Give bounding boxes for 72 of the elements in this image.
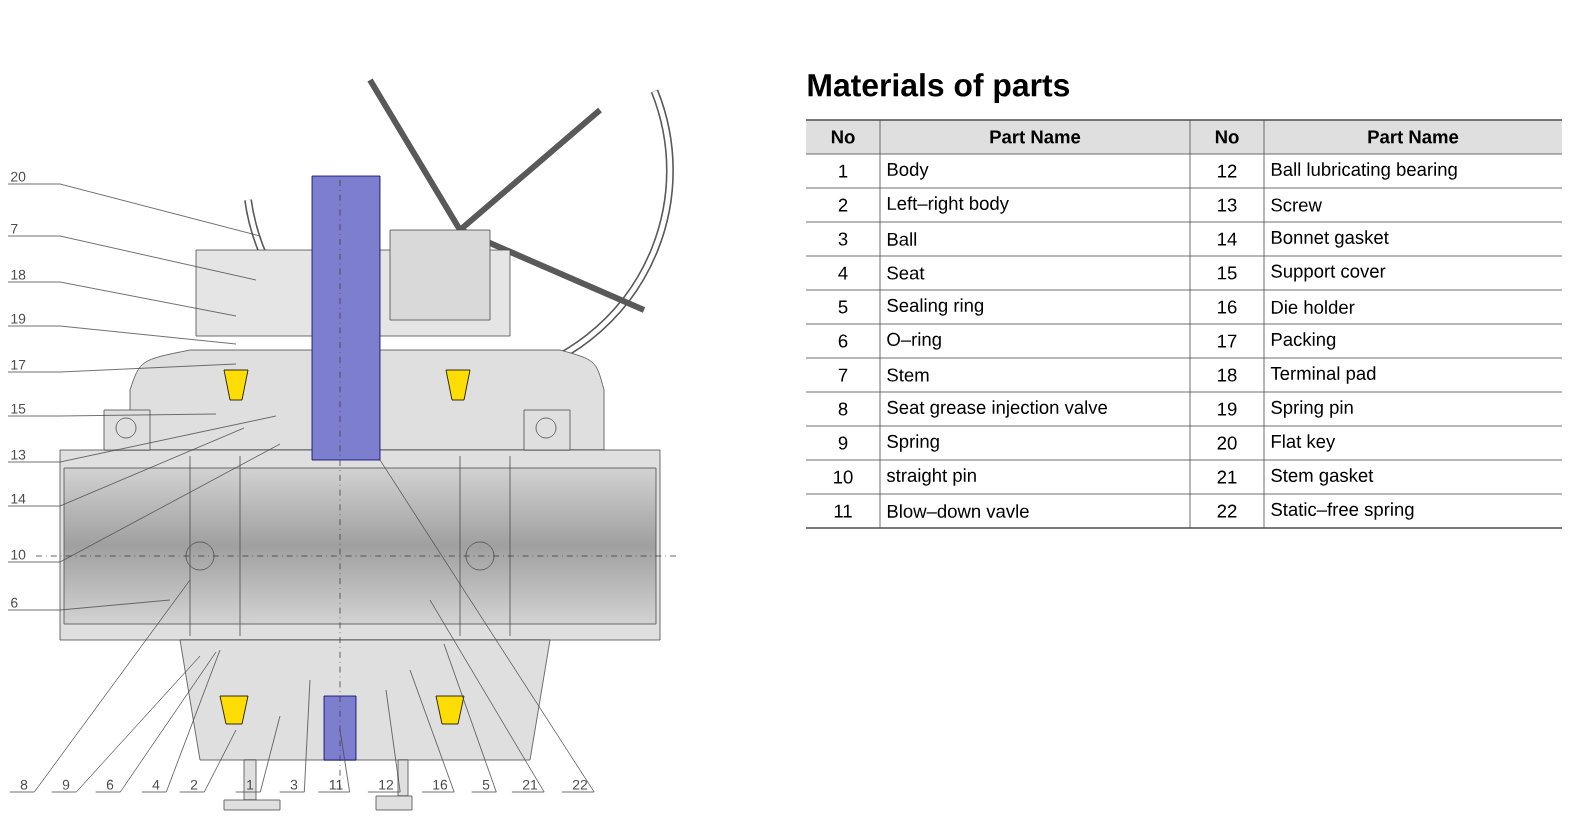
leader-line	[7, 235, 257, 281]
part-number: 2	[838, 198, 848, 212]
part-number: 17	[1218, 334, 1237, 348]
leader-line	[179, 729, 237, 793]
part-name: Seat	[887, 266, 925, 280]
part-name: Sealing ring	[887, 298, 984, 316]
leader-line	[318, 729, 351, 793]
part-name: Packing	[1271, 332, 1336, 350]
column-header: No	[831, 130, 855, 144]
column-header: Part Name	[1368, 130, 1459, 144]
part-number: 11	[834, 504, 852, 518]
part-name: Support cover	[1271, 264, 1386, 282]
leader-line	[7, 183, 261, 237]
part-name: Bonnet gasket	[1271, 230, 1389, 248]
part-number: 8	[838, 402, 848, 416]
leader-line	[7, 413, 217, 417]
part-number: 3	[838, 232, 848, 246]
part-name: Left–right body	[887, 196, 1009, 214]
leader-line	[7, 325, 237, 345]
part-number: 9	[838, 436, 848, 450]
part-name: Spring pin	[1271, 400, 1353, 418]
part-name: O–ring	[887, 332, 941, 350]
part-name: Stem gasket	[1271, 468, 1374, 486]
leader-line	[51, 655, 201, 793]
leader-line	[409, 669, 455, 793]
part-number: 5	[838, 300, 848, 314]
part-number: 10	[834, 470, 853, 484]
part-number: 21	[1217, 470, 1237, 484]
part-number: 7	[838, 368, 848, 382]
part-name: Static–free spring	[1271, 502, 1414, 520]
leader-line	[367, 689, 401, 793]
part-number: 20	[1217, 436, 1237, 450]
leader-line	[7, 415, 277, 463]
leader-line	[443, 643, 497, 793]
title: Materials of parts	[808, 73, 1070, 103]
leader-line	[379, 459, 595, 793]
part-name: Ball lubricating bearing	[1271, 162, 1457, 180]
part-number: 19	[1218, 402, 1237, 416]
part-name: Ball	[887, 232, 917, 246]
part-name: Flat key	[1271, 434, 1336, 452]
part-number: 4	[838, 266, 848, 280]
part-number: 18	[1218, 368, 1237, 382]
leader-line	[95, 651, 217, 793]
leader-line	[9, 579, 191, 793]
part-name: Die holder	[1271, 300, 1355, 314]
part-name: Body	[887, 162, 929, 180]
part-number: 22	[1217, 504, 1237, 518]
part-number: 12	[1218, 164, 1237, 178]
leader-line	[235, 715, 281, 793]
part-number: 6	[838, 334, 848, 348]
leader-line	[7, 599, 171, 611]
leader-line	[429, 599, 545, 793]
part-name: Seat grease injection valve	[887, 400, 1107, 418]
part-number: 1	[839, 164, 848, 178]
part-number: 16	[1218, 300, 1237, 314]
part-name: Stem	[887, 368, 929, 382]
leader-line	[279, 679, 311, 793]
part-name: Spring	[887, 434, 939, 452]
part-name: Terminal pad	[1270, 366, 1376, 384]
part-name: Blow–down vavle	[887, 504, 1029, 518]
leader-line	[7, 363, 237, 373]
part-number: 14	[1218, 232, 1237, 246]
leader-line	[141, 649, 221, 793]
part-name: straight pin	[886, 468, 976, 486]
part-name: Screw	[1271, 198, 1322, 212]
part-number: 13	[1218, 198, 1237, 212]
part-number: 15	[1218, 266, 1237, 280]
leader-line	[7, 443, 281, 563]
column-header: No	[1215, 130, 1239, 144]
leader-line	[7, 281, 237, 317]
leader-line	[7, 427, 245, 507]
column-header: Part Name	[990, 130, 1081, 144]
